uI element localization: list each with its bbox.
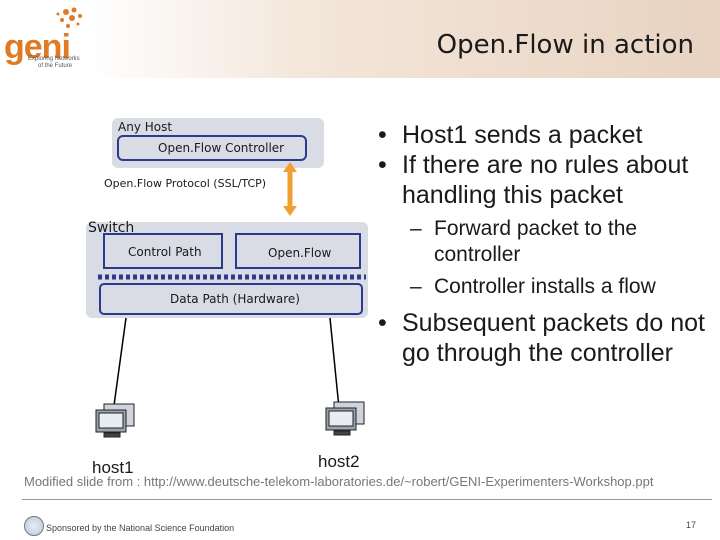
- link-host2: [329, 317, 341, 419]
- data-path-label: Data Path (Hardware): [170, 292, 300, 306]
- geni-logo-icon: [56, 7, 82, 28]
- source-caption: Modified slide from : http://www.deutsch…: [24, 474, 654, 489]
- link-host1: [111, 317, 127, 421]
- logo-word: geni: [4, 28, 71, 66]
- openflow-label: Open.Flow: [268, 246, 332, 260]
- controller-label: Open.Flow Controller: [158, 141, 285, 155]
- bullet-1: Host1 sends a packet: [372, 120, 712, 150]
- slide-header: geni Exploring Networks of the Future Op…: [0, 0, 720, 78]
- slide-title: Open.Flow in action: [436, 30, 694, 60]
- page-number: 17: [685, 520, 696, 530]
- header-band: [88, 0, 720, 78]
- control-path-label: Control Path: [128, 245, 202, 259]
- host1-computer-icon: [95, 403, 135, 438]
- host1-label: host1: [92, 458, 134, 477]
- logo-tagline: Exploring Networks of the Future: [28, 56, 80, 69]
- protocol-arrow-up: [283, 162, 297, 172]
- switch-box: [86, 222, 368, 318]
- geni-logo: [4, 4, 94, 74]
- switch-label: Switch: [88, 220, 135, 236]
- sub-bullet-1: Forward packet to the controller: [372, 216, 712, 268]
- openflow-box: [235, 233, 361, 269]
- sponsor-text: Sponsored by the National Science Founda…: [46, 523, 235, 533]
- host2-computer-icon: [325, 401, 365, 436]
- footer-divider: [22, 499, 712, 500]
- sub-bullet-2: Controller installs a flow: [372, 274, 712, 300]
- data-path-box: [99, 283, 363, 315]
- nsf-seal-icon: [24, 516, 44, 536]
- any-host-label: Any Host: [118, 120, 173, 134]
- controller-box: [117, 135, 307, 161]
- protocol-label: Open.Flow Protocol (SSL/TCP): [104, 177, 267, 190]
- bullet-3: Subsequent packets do not go through the…: [372, 308, 712, 368]
- protocol-arrow-down: [283, 206, 297, 216]
- bullet-2: If there are no rules about handling thi…: [372, 150, 712, 210]
- bullet-list: Host1 sends a packet If there are no rul…: [372, 120, 712, 368]
- control-path-box: [103, 233, 223, 269]
- host2-label: host2: [318, 452, 360, 471]
